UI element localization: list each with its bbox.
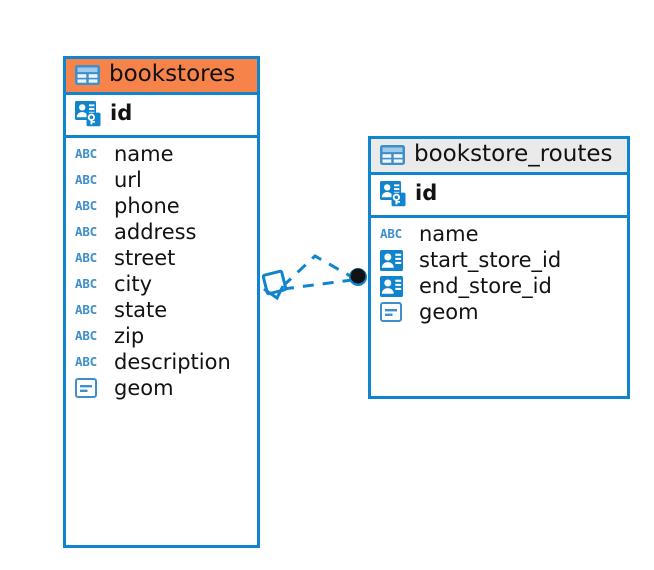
field-label: name [114,141,174,166]
field-label: url [114,167,142,192]
field-row-url[interactable]: ABC url [75,168,248,194]
field-row-state[interactable]: ABC state [75,298,248,324]
abc-icon: ABC [75,198,97,213]
abc-icon: ABC [75,250,97,265]
field-label: street [114,245,176,270]
field-row-city[interactable]: ABC city [75,272,248,298]
field-row-description[interactable]: ABC description [75,350,248,376]
entity-bookstore-routes[interactable]: bookstore_routes [368,136,630,399]
table-icon [75,64,100,85]
diamond-marker [261,269,288,301]
field-label: city [114,271,153,296]
field-label: name [419,221,479,246]
field-label: geom [114,375,174,400]
abc-icon: ABC [75,276,97,291]
field-label: start_store_id [419,247,562,272]
filled-circle-marker [349,268,367,286]
field-row-name[interactable]: ABC name [380,222,618,248]
field-section: ABC name ABC url ABC phone ABC address A… [66,138,257,409]
entity-header-bookstore-routes[interactable]: bookstore_routes [371,139,627,175]
field-label-id: id [415,181,438,206]
foreign-key-icon [380,275,410,297]
primary-key-icon [75,100,103,127]
abc-icon: ABC [75,172,97,187]
field-row-geom[interactable]: geom [380,300,618,326]
abc-icon: ABC [75,302,97,317]
field-label: description [114,349,231,374]
table-icon [380,144,405,165]
field-section: ABC name start_store_id [371,218,627,333]
field-label: phone [114,193,180,218]
field-row-id[interactable]: id [75,99,248,130]
relationship-line-lower [282,278,353,291]
field-row-name[interactable]: ABC name [75,142,248,168]
field-row-start-store-id[interactable]: start_store_id [380,248,618,274]
relationship-line-upper [281,254,353,288]
field-label: end_store_id [419,273,552,298]
field-row-phone[interactable]: ABC phone [75,194,248,220]
field-row-street[interactable]: ABC street [75,246,248,272]
field-row-id[interactable]: id [380,179,618,210]
field-row-end-store-id[interactable]: end_store_id [380,274,618,300]
field-label: address [114,219,197,244]
entity-title: bookstore_routes [414,141,613,167]
abc-icon: ABC [75,354,97,369]
abc-icon: ABC [380,226,402,241]
field-row-address[interactable]: ABC address [75,220,248,246]
field-label: geom [419,299,479,324]
entity-header-bookstores[interactable]: bookstores [66,59,257,95]
field-label: state [114,297,168,322]
primary-key-section: id [371,175,627,218]
entity-bookstores[interactable]: bookstores [63,56,260,548]
abc-icon: ABC [75,146,97,161]
geometry-icon [75,378,105,399]
entity-title: bookstores [109,61,236,87]
field-label-id: id [110,101,133,126]
field-row-zip[interactable]: ABC zip [75,324,248,350]
abc-icon: ABC [75,224,97,239]
foreign-key-icon [380,249,410,271]
geometry-icon [380,302,410,323]
field-row-geom[interactable]: geom [75,376,248,402]
primary-key-icon [380,180,408,207]
field-label: zip [114,323,145,348]
primary-key-section: id [66,95,257,138]
abc-icon: ABC [75,328,97,343]
